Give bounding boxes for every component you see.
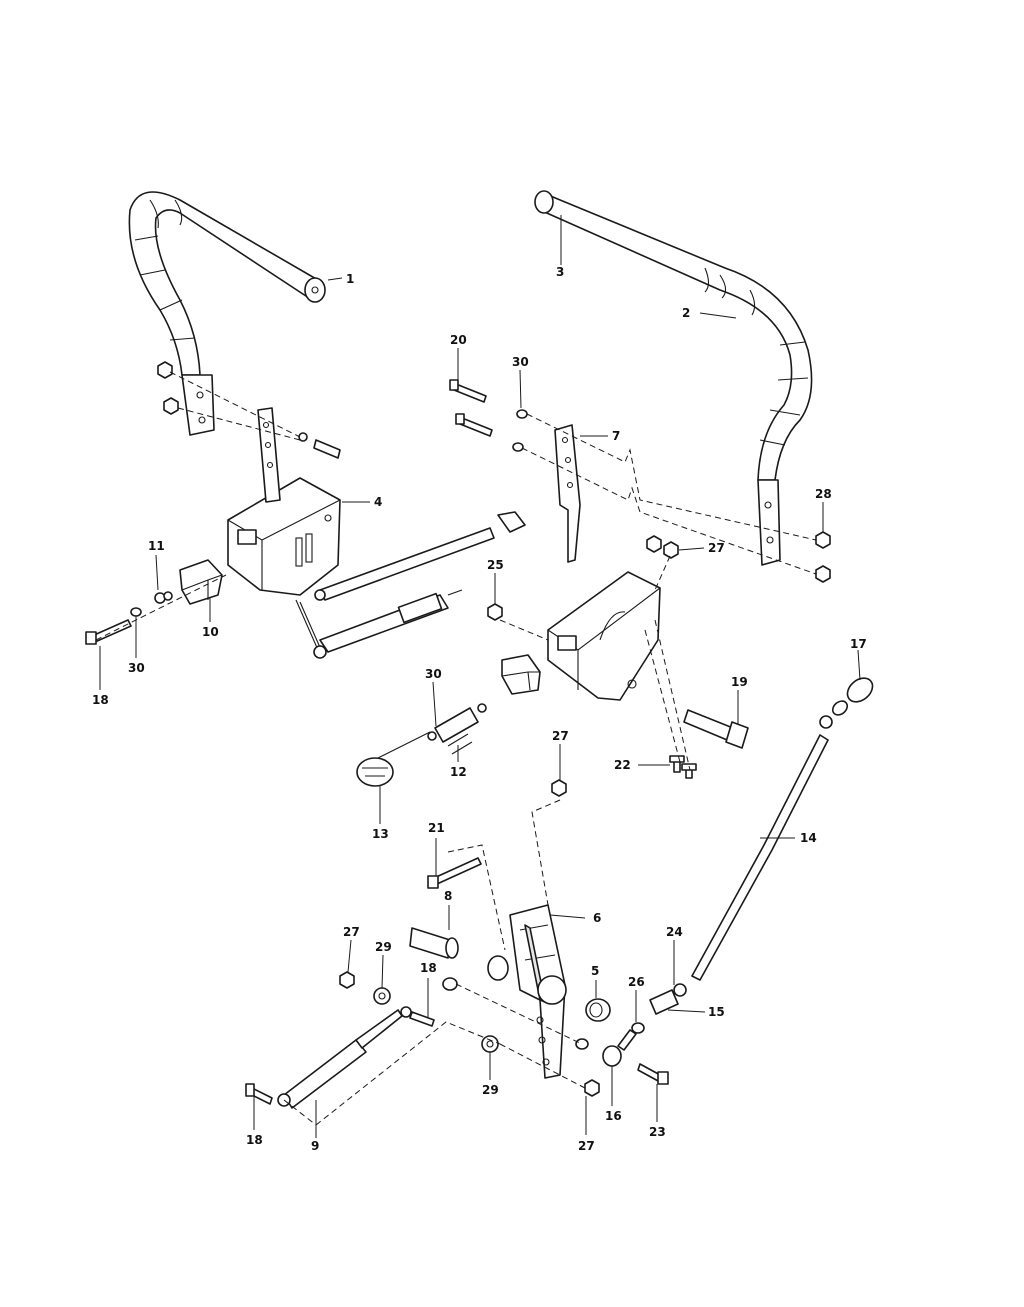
callout-5: 5 [591, 964, 599, 978]
callout-30-left: 30 [128, 661, 145, 675]
left-control-handle [128, 191, 326, 436]
callout-20: 20 [450, 333, 467, 347]
gas-spring-9 [277, 1006, 412, 1109]
callout-29-left: 29 [375, 940, 392, 954]
callout-labels: 1 2 3 4 5 6 7 8 9 10 11 12 13 14 15 16 1… [92, 265, 867, 1153]
pivot-pin-19 [683, 709, 749, 749]
callout-18-upper-left: 18 [92, 693, 109, 707]
hardware [85, 361, 831, 1105]
callout-28: 28 [815, 487, 832, 501]
callout-29-middle: 29 [482, 1083, 499, 1097]
assembly-dashed-lines [95, 371, 817, 1126]
linkage-rods [295, 511, 526, 659]
spring-and-knob [356, 654, 541, 787]
callout-27-lower-left: 27 [343, 925, 360, 939]
callout-4: 4 [374, 495, 382, 509]
leader-lines [99, 215, 861, 1138]
callout-18-middle: 18 [420, 961, 437, 975]
callout-14: 14 [800, 831, 817, 845]
callout-10: 10 [202, 625, 219, 639]
callout-15: 15 [708, 1005, 725, 1019]
right-control-handle [534, 190, 813, 566]
callout-9: 9 [311, 1139, 319, 1153]
callout-24: 24 [666, 925, 683, 939]
callout-21: 21 [428, 821, 445, 835]
steering-rod-14 [691, 677, 874, 981]
left-control-bracket [227, 477, 341, 596]
right-control-bracket [547, 571, 661, 701]
callout-18-lower: 18 [246, 1133, 263, 1147]
callout-3: 3 [556, 265, 564, 279]
callout-11: 11 [148, 539, 165, 553]
callout-2: 2 [682, 306, 690, 320]
callout-23: 23 [649, 1125, 666, 1139]
callout-26: 26 [628, 975, 645, 989]
callout-1: 1 [346, 272, 354, 286]
callout-12: 12 [450, 765, 467, 779]
callout-7: 7 [612, 429, 620, 443]
callout-6: 6 [593, 911, 601, 925]
left-slotted-arm [257, 407, 281, 503]
callout-25: 25 [487, 558, 504, 572]
callout-19: 19 [731, 675, 748, 689]
callout-27-bottom: 27 [578, 1139, 595, 1153]
callout-22: 22 [614, 758, 631, 772]
spacer-block-10 [179, 559, 223, 605]
right-slotted-arm [554, 424, 581, 563]
callout-30-middle: 30 [425, 667, 442, 681]
callout-17: 17 [850, 637, 867, 651]
callout-16: 16 [605, 1109, 622, 1123]
callout-8: 8 [444, 889, 452, 903]
bushings [409, 927, 611, 1022]
callout-27-top-right: 27 [708, 541, 725, 555]
callout-30-top: 30 [512, 355, 529, 369]
callout-13: 13 [372, 827, 389, 841]
callout-27-middle: 27 [552, 729, 569, 743]
